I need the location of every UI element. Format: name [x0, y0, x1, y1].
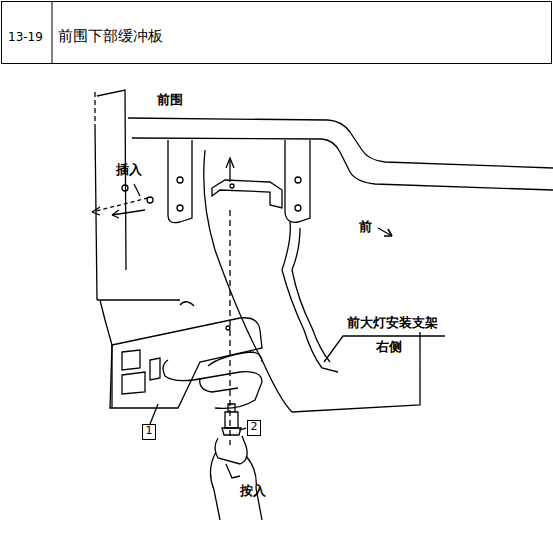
callout-number: 2 [247, 420, 261, 436]
part-name: 前大灯安装支架 [347, 316, 438, 331]
action-note: 插入 [116, 163, 142, 178]
callout-text: 2 [251, 420, 258, 433]
callout-number: 1 [142, 424, 156, 440]
action-note: 按入 [240, 484, 266, 499]
direction-note: 前 [359, 220, 372, 235]
part-name: 前围 [157, 93, 183, 108]
header-title: 前围下部缓冲板 [58, 28, 163, 45]
header-number: 13-19 [8, 31, 43, 45]
callout-text: 1 [146, 424, 153, 437]
side-note: 右侧 [376, 340, 402, 355]
